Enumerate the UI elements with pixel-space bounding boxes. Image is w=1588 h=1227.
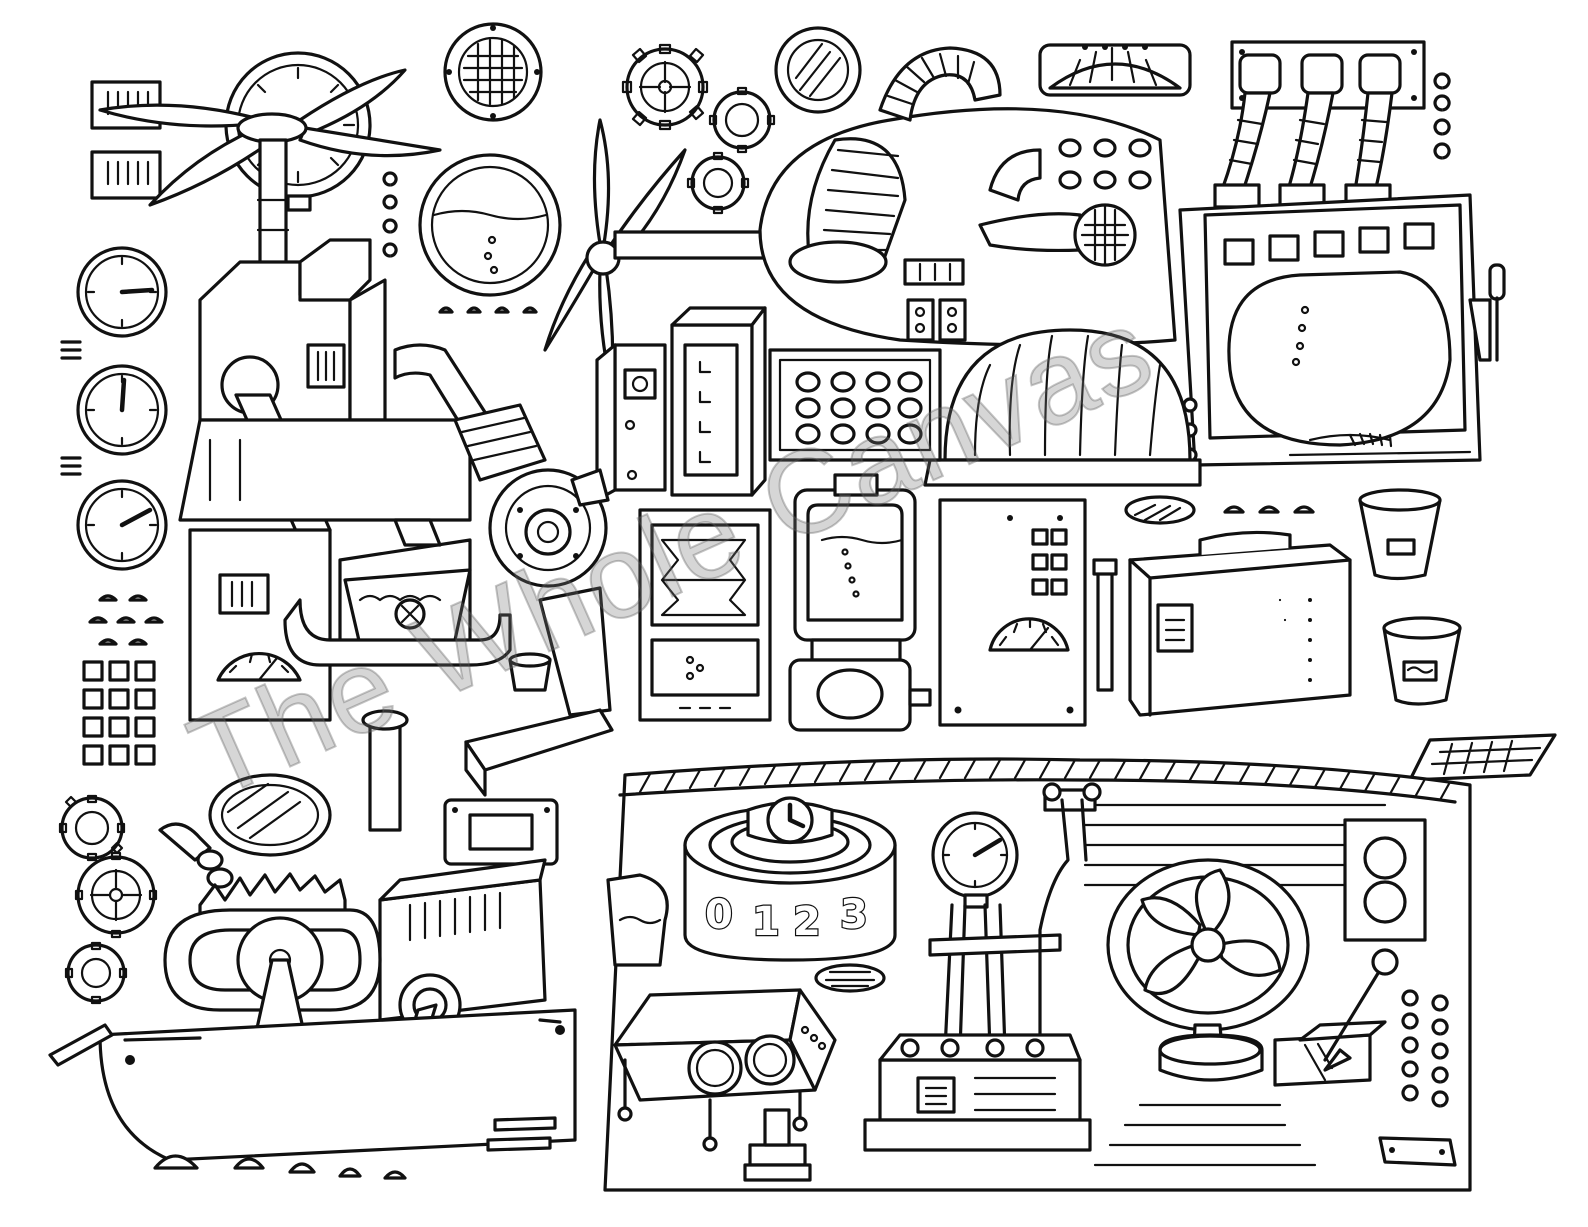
vertical-slider — [1096, 568, 1114, 692]
nameplate — [443, 798, 559, 866]
left-gear-stack — [58, 794, 158, 1005]
dual-gauge-console — [613, 988, 837, 1152]
propeller-shaft — [258, 138, 288, 272]
dome-shell — [943, 328, 1192, 462]
top-portholes — [382, 22, 562, 314]
small-toggle-switch — [743, 1108, 812, 1182]
center-fan-rig — [543, 118, 767, 502]
counter-dial-drum: 0 1 2 3 — [683, 796, 897, 962]
bottom-left-machine — [48, 773, 577, 1180]
desk-fan — [1106, 858, 1310, 1082]
floor-grate — [1408, 733, 1557, 782]
left-gauge-column — [60, 246, 168, 766]
counter-digit-0: 0 — [705, 892, 733, 938]
gear-large — [625, 47, 705, 127]
small-wrench — [48, 1023, 114, 1067]
lower-cabinet — [188, 528, 332, 722]
gear-small — [690, 155, 746, 211]
scope-lever — [1488, 263, 1506, 301]
cabinet-meter — [216, 652, 302, 682]
ribbed-dome — [768, 328, 1202, 487]
scope-screen — [1227, 270, 1452, 447]
analog-meter — [988, 617, 1070, 652]
counter-digit-2: 2 — [793, 899, 821, 945]
crank-handle — [158, 822, 212, 862]
counter-digit-1: 1 — [752, 899, 780, 945]
panel-dot-buttons — [1058, 138, 1152, 190]
triple-pipe-panel — [1213, 40, 1451, 209]
hopper-pipe-assembly — [283, 343, 614, 832]
tool-chest — [1128, 543, 1352, 717]
fan-blade-up — [592, 118, 611, 257]
cabinet-label-plate — [218, 573, 270, 615]
side-cabinet-left — [613, 343, 667, 492]
button-grid-left — [82, 660, 156, 766]
throttle-lever — [1273, 948, 1399, 1087]
middle-equipment-row — [638, 473, 1118, 732]
control-cockpit: 0 1 2 3 — [603, 757, 1472, 1192]
twin-light-box — [1343, 818, 1427, 942]
floor-hatch — [1124, 495, 1196, 525]
fan-axle — [613, 230, 767, 260]
porthole-floor-left — [208, 773, 332, 857]
right-middle-equipment — [1124, 488, 1557, 782]
floor-plate-right — [1378, 1136, 1457, 1167]
counter-digit-3: 3 — [840, 892, 868, 938]
pipe-gauge-console — [863, 782, 1102, 1152]
machine-base-plate — [98, 1008, 577, 1162]
scope-cabinet — [1178, 193, 1506, 467]
small-meter-box-2 — [90, 150, 162, 200]
flex-hose — [878, 46, 1002, 122]
top-gear-cluster — [621, 26, 862, 215]
hose-control-panel — [758, 43, 1192, 347]
propeller-tower-machine — [90, 51, 472, 722]
cockpit-bucket — [606, 873, 669, 967]
gear-medium — [712, 90, 772, 150]
small-indicator-lights — [88, 594, 164, 646]
water-tank-window — [418, 153, 562, 297]
